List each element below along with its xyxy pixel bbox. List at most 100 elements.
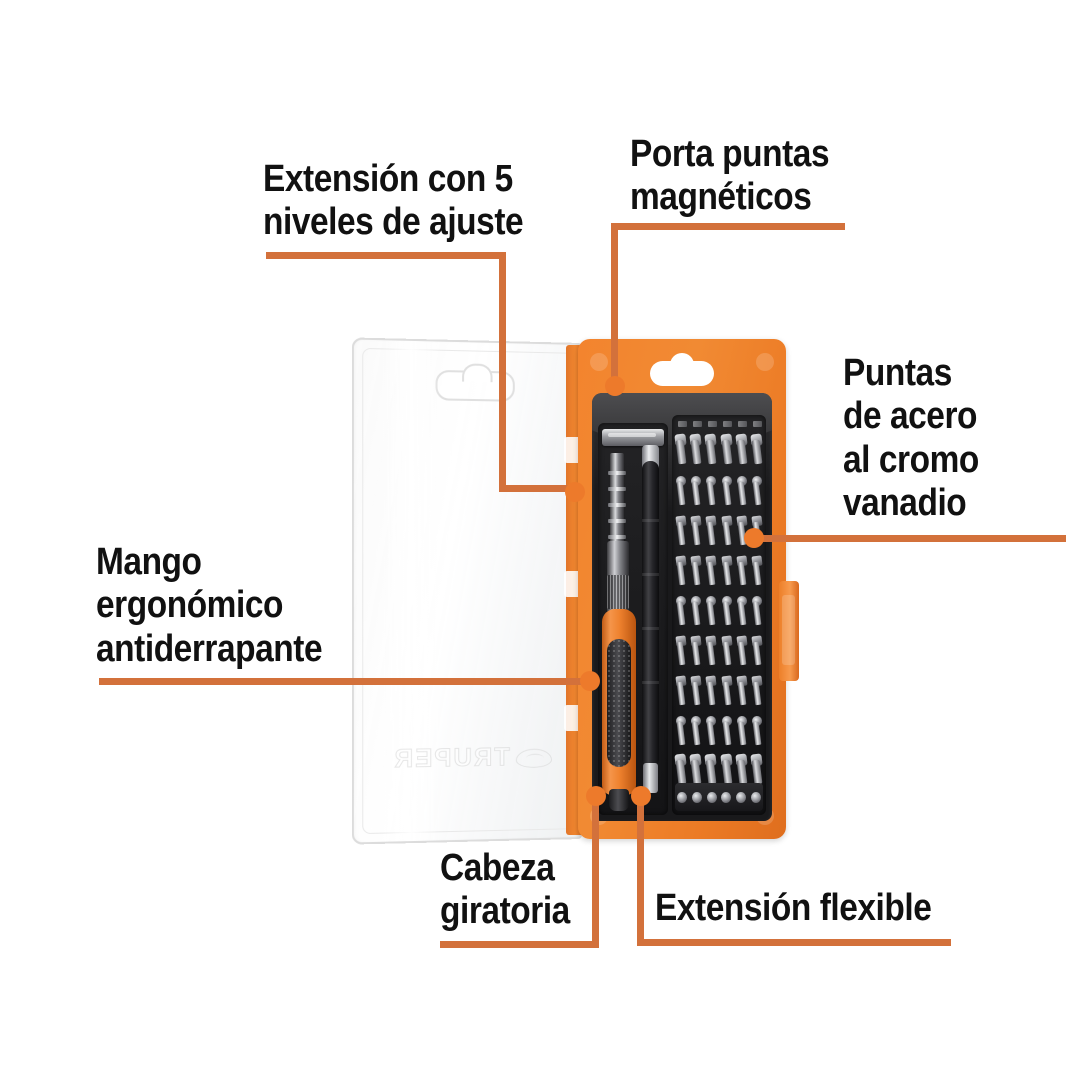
bit-size-markings [678,421,762,429]
bit [720,475,733,506]
bit-grid [672,415,766,815]
bit [675,515,687,546]
truper-logo-embossed: TRUPER [381,741,553,778]
leader-line-porta-puntas-vertical [611,223,618,384]
bit [705,635,717,666]
leader-line-extension-5-niveles-vertical [499,252,506,492]
bit [751,715,763,746]
case-corner-screw [756,353,774,371]
bit [675,595,687,626]
callout-label-extension-5-niveles: Extensión con 5 niveles de ajuste [263,158,524,244]
flex-rib [642,627,659,630]
leader-line-cabeza-giratoria-underline [440,941,599,948]
leader-dot-puntas-acero [744,528,764,548]
knurled-collar [607,575,629,609]
leader-line-extension-5-niveles-horizontal [499,485,573,492]
tool-bay-left [598,423,668,815]
bit [675,635,687,666]
bit [736,555,748,586]
flexible-extension [642,461,659,767]
flex-rib [642,681,659,684]
orange-case-body [578,339,799,839]
bit [720,515,733,546]
bit-row [674,433,763,467]
swivel-cap [602,429,664,446]
leader-line-cabeza-giratoria-vertical [592,795,599,941]
bit [705,555,717,586]
leader-line-extension-5-niveles-underline [266,252,506,259]
bit [674,753,687,785]
bit [719,433,733,465]
bit [705,595,717,626]
leader-line-porta-puntas-underline [611,223,845,230]
leader-line-puntas-acero-underline [752,535,1066,542]
flex-rib [642,573,659,576]
bit [689,753,702,785]
bit [736,635,748,666]
bit [720,595,733,626]
bit [720,555,733,586]
callout-label-cabeza-giratoria: Cabeza giratoria [440,847,570,933]
black-inner-tray [592,393,772,821]
leader-line-mango-underline [99,678,590,685]
bit [690,635,702,666]
bit-row [675,555,763,589]
callout-label-extension-flexible: Extensión flexible [655,887,932,929]
bit [674,433,687,465]
bit [704,433,718,465]
bit-row [674,753,763,787]
callout-label-porta-puntas-magneticos: Porta puntas magnéticos [630,133,830,219]
bit [705,515,717,546]
socket-row [675,783,763,811]
handle-end-cap [609,789,629,811]
bit [736,475,748,506]
bit [751,675,763,706]
bit [720,635,733,666]
bit-row [675,675,763,709]
leader-dot-extension-flexible [631,786,651,806]
truper-logo-text: TRUPER [392,743,510,774]
leader-line-extension-flexible-vertical [637,795,644,940]
bit [675,475,687,506]
bit [750,753,763,785]
leader-dot-mango [580,671,600,691]
bit [750,433,763,465]
bit [690,715,702,746]
bit [751,635,763,666]
bit [720,715,733,746]
leader-dot-extension-5-niveles [565,482,585,502]
bit [736,675,748,706]
leader-line-extension-flexible-underline [637,939,951,946]
bit [690,515,702,546]
bit [675,555,687,586]
bit-row [675,635,763,669]
case-corner-screw [590,353,608,371]
bit [735,433,748,465]
bit [705,475,717,506]
callout-label-mango-ergonomico: Mango ergonómico antiderrapante [96,541,323,670]
bit [705,675,717,706]
bit [751,595,763,626]
truper-logo-mark-icon [515,748,553,769]
flexible-extension-tip [643,763,658,793]
product-photo: TRUPER [340,325,800,845]
bit [675,675,687,706]
bit [704,753,718,785]
leader-dot-cabeza-giratoria [586,786,606,806]
bit [736,595,748,626]
clear-blister-lid: TRUPER [351,337,583,845]
bit [735,753,748,785]
case-hang-hole [650,353,714,386]
bit-row [675,595,763,629]
bit [675,715,687,746]
bit [690,475,702,506]
leader-dot-porta-puntas [605,376,625,396]
bit-row [675,475,763,509]
anti-slip-grip [607,639,631,767]
bit [720,675,733,706]
callout-label-puntas-acero-cromo-vanadio: Puntas de acero al cromo vanadio [843,352,979,524]
bit [736,715,748,746]
bit [690,675,702,706]
case-latch [779,581,799,681]
